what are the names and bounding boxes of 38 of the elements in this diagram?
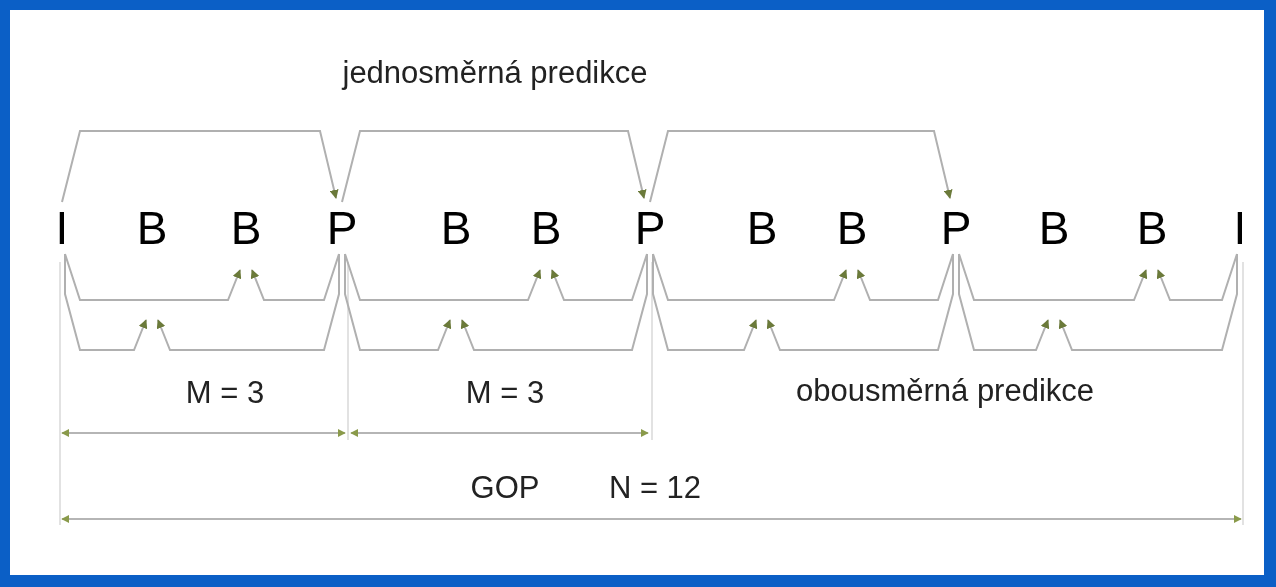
frame-letter: P xyxy=(630,202,670,254)
frame-letter: B xyxy=(526,202,566,254)
frame-letter: B xyxy=(742,202,782,254)
frame-letter: P xyxy=(322,202,362,254)
frame-letter: P xyxy=(936,202,976,254)
arrow xyxy=(64,253,148,351)
diagram-label: M = 3 xyxy=(465,376,545,408)
arrow xyxy=(652,253,758,351)
arrow xyxy=(958,253,1148,301)
diagram-label: M = 3 xyxy=(185,376,265,408)
arrow xyxy=(344,253,452,351)
arrow xyxy=(460,253,648,351)
arrow xyxy=(649,130,953,203)
arrow xyxy=(344,253,542,301)
frame-letter: B xyxy=(1034,202,1074,254)
arrow xyxy=(64,253,242,301)
arrow xyxy=(61,130,339,203)
frame-letter: B xyxy=(832,202,872,254)
diagram-label: N = 12 xyxy=(608,471,702,503)
diagram-label: jednosměrná predikce xyxy=(342,56,648,88)
frame-letter: B xyxy=(226,202,266,254)
arrow xyxy=(341,130,647,203)
arrow xyxy=(156,253,340,351)
frame-letter: B xyxy=(1132,202,1172,254)
arrow xyxy=(250,253,340,301)
arrow xyxy=(856,253,954,301)
arrow xyxy=(652,253,848,301)
diagram-label: GOP xyxy=(470,471,540,503)
diagram-label: obousměrná predikce xyxy=(795,374,1095,406)
arrow xyxy=(550,253,648,301)
arrow xyxy=(958,253,1050,351)
frame-letter: B xyxy=(436,202,476,254)
arrow xyxy=(1156,253,1238,301)
frame-letter: I xyxy=(1220,202,1260,254)
arrow xyxy=(766,253,954,351)
arrow xyxy=(1058,253,1238,351)
frame-letter: B xyxy=(132,202,172,254)
frame-letter: I xyxy=(42,202,82,254)
